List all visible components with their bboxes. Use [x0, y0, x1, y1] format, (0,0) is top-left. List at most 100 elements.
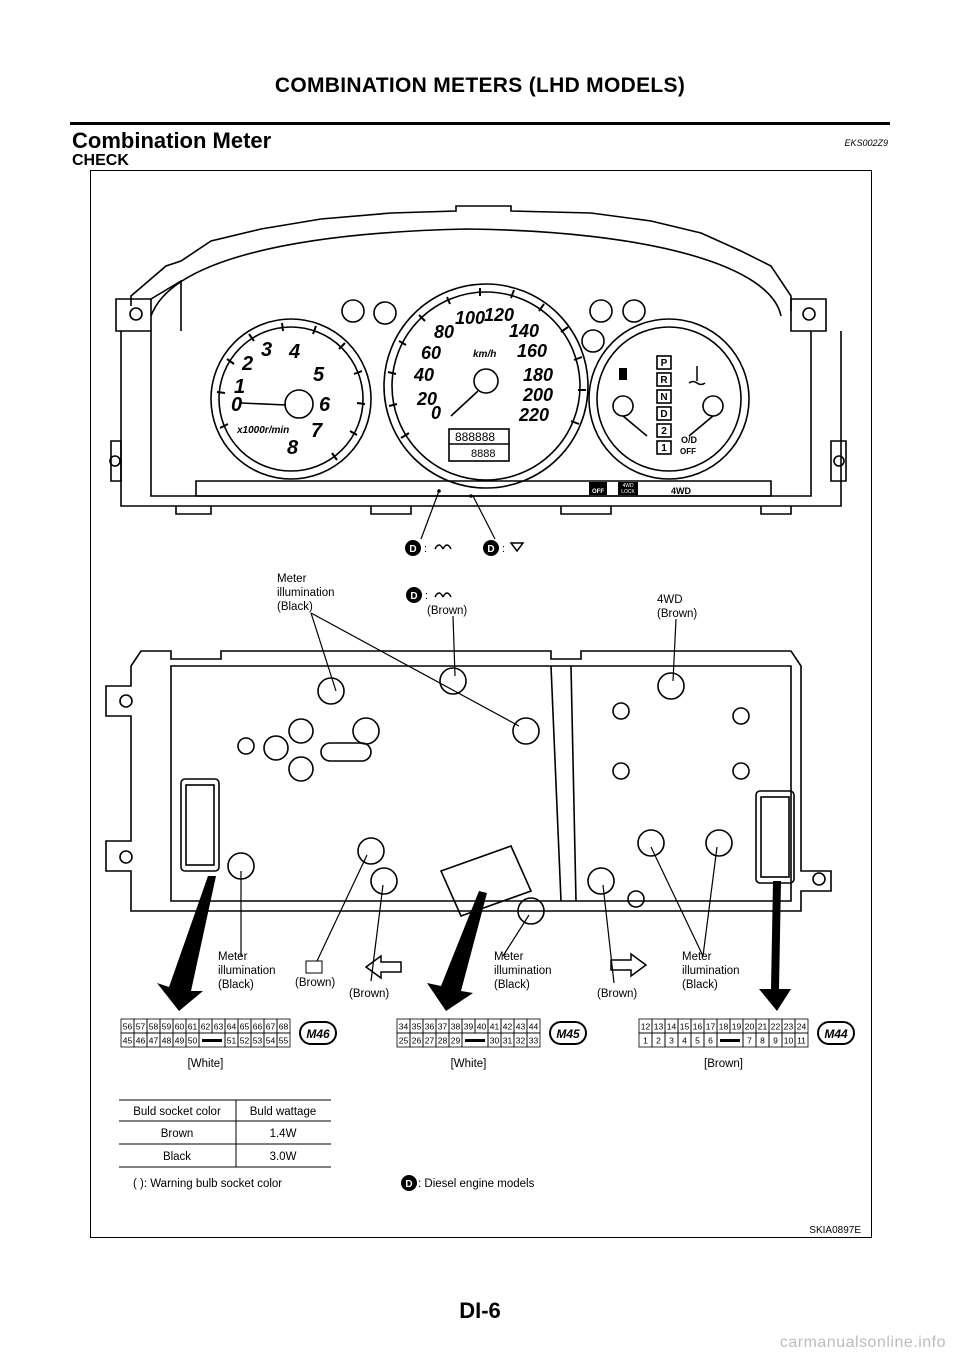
connector-pin-number: 39	[464, 1022, 474, 1032]
gear-p: P	[661, 358, 668, 369]
turn-right-icon	[610, 952, 648, 978]
page-header-title: COMBINATION METERS (LHD MODELS)	[274, 74, 686, 97]
tach-6: 6	[319, 394, 331, 416]
connector-pin-number: 50	[188, 1036, 198, 1046]
connector-pin-number: 15	[680, 1022, 690, 1032]
connector-pin-number: 38	[451, 1022, 461, 1032]
svg-text:(Black): (Black)	[494, 979, 530, 991]
connector-pin-number: 25	[399, 1036, 409, 1046]
connector-pin-number: 22	[771, 1022, 781, 1032]
tachometer-numerals: 0 1 2 3 4 5 6 7 8	[231, 339, 331, 459]
speed-140: 140	[509, 321, 539, 341]
off-label: OFF	[680, 447, 696, 456]
connector-pin-number: 8	[760, 1036, 765, 1046]
table-cell: Brown	[161, 1128, 194, 1140]
speed-80: 80	[434, 322, 454, 342]
trip-display: 8888	[471, 448, 495, 460]
speed-200: 200	[522, 385, 553, 405]
speed-100: 100	[455, 308, 485, 328]
fuel-temp-gauge-outer	[588, 318, 750, 480]
connector-pin-number: 55	[279, 1036, 289, 1046]
sub-title: CHECK	[72, 152, 129, 169]
connector-pin-number: 17	[706, 1022, 716, 1032]
connector-pin-number: 61	[188, 1022, 198, 1032]
connector-pin-number: 59	[162, 1022, 172, 1032]
connector-pin-number: 54	[266, 1036, 276, 1046]
connector-id: M44	[824, 1027, 848, 1041]
connector-pin-number: 65	[240, 1022, 250, 1032]
connector-pin-number: 24	[797, 1022, 807, 1032]
connector-pin-number: 41	[490, 1022, 500, 1032]
glow-plug-icon	[434, 544, 452, 550]
connector-pin-number: 19	[732, 1022, 742, 1032]
speed-unit: km/h	[473, 349, 496, 360]
turn-left-icon	[364, 954, 402, 980]
gear-indicator: P R N D 2 1	[660, 358, 668, 454]
gear-2: 2	[661, 426, 667, 437]
connector-pin-number: 47	[149, 1036, 159, 1046]
tach-0: 0	[231, 394, 242, 416]
table-header-color: Buld socket color	[133, 1106, 221, 1118]
arrow-to-m46	[157, 876, 216, 1011]
water-in-fuel-icon	[509, 542, 525, 553]
connector-color-label: [White]	[188, 1058, 224, 1070]
table-header-wattage: Buld wattage	[250, 1106, 317, 1118]
svg-text:D: D	[487, 544, 494, 555]
callout-bottom-left-illum: Meter illumination (Black)	[218, 951, 276, 991]
callout-4wd-brown: 4WD (Brown)	[657, 594, 697, 620]
svg-text:Meter: Meter	[682, 951, 712, 963]
gear-d: D	[660, 409, 667, 420]
legend-note: ( ): Warning bulb socket color	[133, 1178, 282, 1190]
connector-id-badge	[299, 1021, 337, 1045]
diesel-note: : Diesel engine models	[418, 1178, 535, 1190]
connector-pin-number: 62	[201, 1022, 211, 1032]
connector-id-badge	[817, 1021, 855, 1045]
4wd-indicator: 4WD	[671, 486, 692, 496]
connector-pin-number: 27	[425, 1036, 435, 1046]
table-cell: 3.0W	[270, 1151, 297, 1163]
connector-pin-number: 42	[503, 1022, 513, 1032]
table-cell: 1.4W	[270, 1128, 297, 1140]
speed-40: 40	[413, 365, 434, 385]
od-label: O/D	[681, 435, 698, 445]
svg-text:4WD: 4WD	[657, 594, 683, 606]
connector-pin-number: 29	[451, 1036, 461, 1046]
callout-right-illum: Meter illumination (Black)	[682, 951, 740, 991]
connector-pin-number: 18	[719, 1022, 729, 1032]
bulb-table: Buld socket color Buld wattage Brown 1.4…	[119, 1099, 331, 1168]
connector-pin-number: 36	[425, 1022, 435, 1032]
odometer-display: 888888	[455, 430, 495, 444]
connector-pin-number: 43	[516, 1022, 526, 1032]
connector-pin-number: 11	[797, 1036, 806, 1046]
page-number: DI-6	[459, 1298, 501, 1323]
connector-pin-number: 9	[773, 1036, 778, 1046]
gear-1: 1	[661, 443, 667, 454]
connector-pin-number: 60	[175, 1022, 185, 1032]
connector-pin-number: 40	[477, 1022, 487, 1032]
svg-text:D: D	[405, 1179, 412, 1190]
connector-pin-cell	[794, 1032, 809, 1048]
diesel-marker-3: D	[406, 587, 422, 603]
connector-key-bar	[465, 1039, 485, 1042]
speed-180: 180	[523, 365, 553, 385]
lock-bottom: LOCK	[621, 489, 635, 495]
connector-pin-number: 5	[695, 1036, 700, 1046]
svg-text:illumination: illumination	[218, 965, 276, 977]
connector-pin-number: 63	[214, 1022, 224, 1032]
figure-frame: 0 1 2 3 4 5 6 7 8 x1000r/min 0 20 40 60 …	[90, 170, 872, 1238]
connector-pin-number: 7	[747, 1036, 752, 1046]
table-cell: Black	[163, 1151, 191, 1163]
connector-key-bar	[202, 1039, 222, 1042]
speed-160: 160	[517, 341, 547, 361]
connector-pin-number: 31	[503, 1036, 513, 1046]
tach-1: 1	[234, 376, 245, 398]
connector-pin-number: 6	[708, 1036, 713, 1046]
speed-20: 20	[416, 389, 437, 409]
header-rule	[70, 122, 890, 125]
connector-color-label: [Brown]	[704, 1058, 743, 1070]
callout-brown-a: (Brown)	[295, 977, 335, 989]
connector-pin-cell	[276, 1032, 291, 1048]
connector-pin-number: 53	[253, 1036, 263, 1046]
